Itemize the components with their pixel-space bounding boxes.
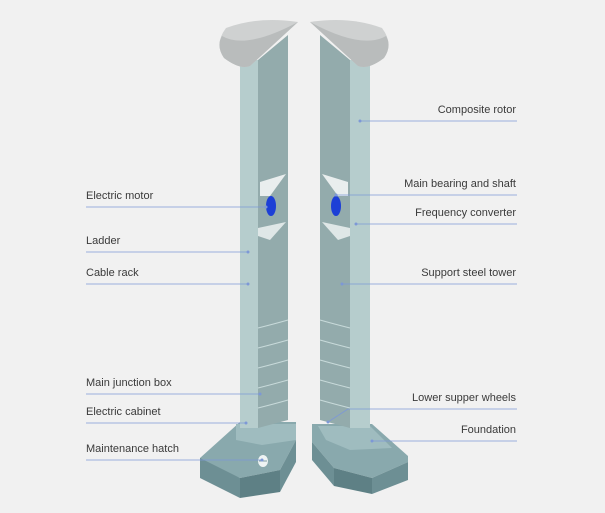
right-motor xyxy=(331,196,341,216)
label-foundation: Foundation xyxy=(460,424,516,436)
left-tower-outer-face xyxy=(240,60,258,428)
right-tower-half xyxy=(310,20,408,494)
label-composite-rotor: Composite rotor xyxy=(437,104,516,116)
right-tower-outer-face xyxy=(350,60,370,428)
label-support-steel-tower: Support steel tower xyxy=(421,267,516,279)
left-tower-half xyxy=(200,20,298,498)
label-maintenance-hatch: Maintenance hatch xyxy=(86,443,179,455)
label-frequency-converter: Frequency converter xyxy=(415,207,516,219)
leader-lines xyxy=(86,120,517,461)
label-electric-motor: Electric motor xyxy=(86,190,154,202)
label-lower-supper-wheels: Lower supper wheels xyxy=(412,392,516,404)
left-motor xyxy=(266,196,276,216)
label-electric-cabinet: Electric cabinet xyxy=(86,406,161,418)
label-ladder: Ladder xyxy=(86,235,121,247)
label-main-bearing-and-shaft: Main bearing and shaft xyxy=(404,178,516,190)
label-main-junction-box: Main junction box xyxy=(86,377,172,389)
label-cable-rack: Cable rack xyxy=(86,267,139,279)
